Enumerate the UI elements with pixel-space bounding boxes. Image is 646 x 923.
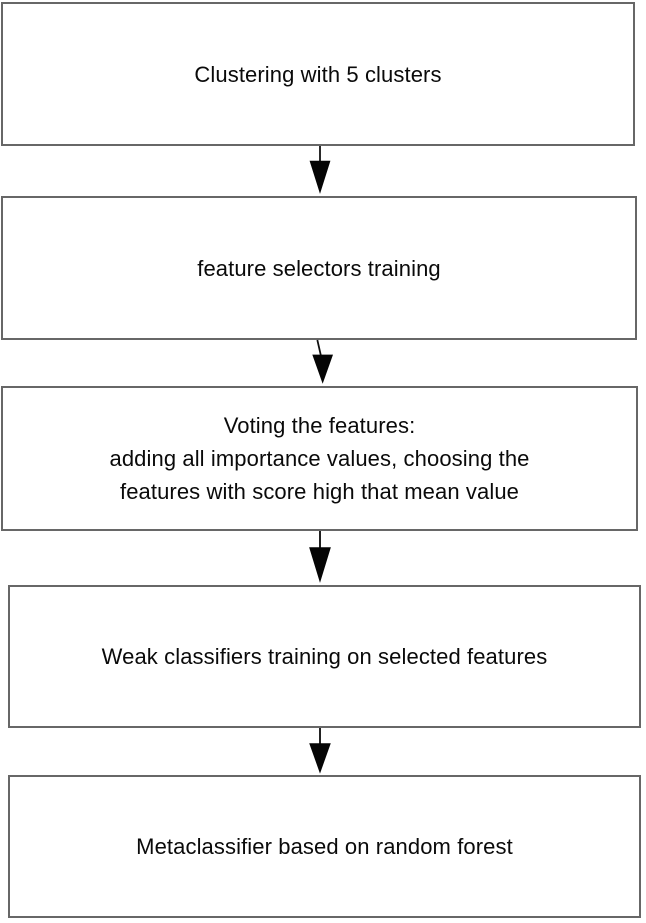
flow-node-voting-the-features[interactable]: Voting the features: adding all importan… — [1, 386, 638, 531]
arrowhead-icon — [309, 547, 331, 583]
flow-edge-weak-classifiers-training-to-metaclassifier — [300, 728, 340, 775]
flow-node-label: Clustering with 5 clusters — [194, 61, 442, 87]
flow-edge-feature-selectors-training-to-voting-the-features — [300, 339, 340, 386]
flow-node-label: Metaclassifier based on random forest — [136, 834, 513, 859]
arrowhead-icon — [309, 743, 331, 774]
flow-node-label: Voting the features: adding all importan… — [109, 413, 530, 504]
arrowhead-icon — [309, 160, 331, 194]
arrowhead-icon — [312, 354, 334, 384]
flow-edge-clustering-to-feature-selectors-training — [300, 146, 340, 196]
flow-node-weak-classifiers-training[interactable]: Weak classifiers training on selected fe… — [8, 585, 641, 728]
flow-node-label: feature selectors training — [197, 255, 441, 281]
flow-edge-voting-the-features-to-weak-classifiers-training — [300, 531, 340, 585]
flow-node-feature-selectors-training[interactable]: feature selectors training — [1, 196, 637, 340]
flow-node-label: Weak classifiers training on selected fe… — [101, 644, 548, 669]
flow-node-clustering[interactable]: Clustering with 5 clusters — [1, 2, 635, 146]
flow-node-metaclassifier[interactable]: Metaclassifier based on random forest — [8, 775, 641, 918]
